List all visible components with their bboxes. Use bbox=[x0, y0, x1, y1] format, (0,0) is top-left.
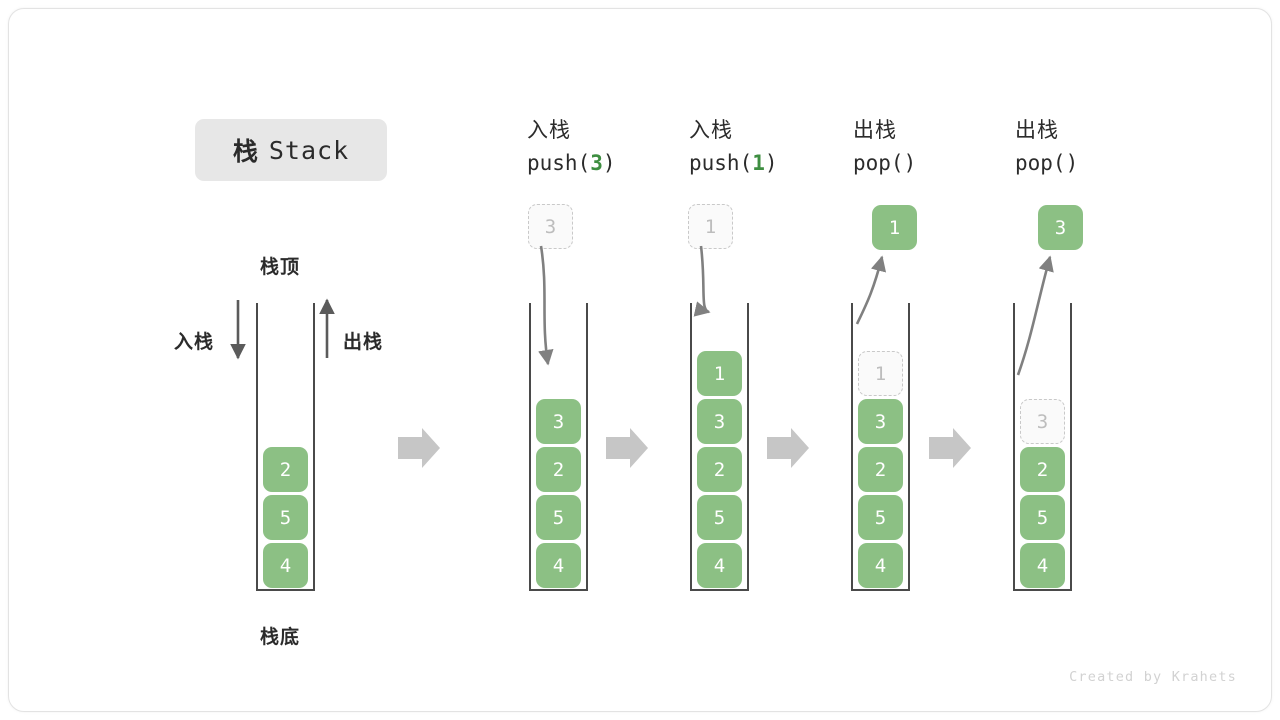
stack-cell: 2 bbox=[697, 447, 742, 492]
stack-container-push-1: 1 3 2 5 4 bbox=[690, 303, 749, 591]
diagram-canvas: 栈 Stack 栈顶 栈底 入栈 出栈 2 5 4 入栈 push(3) 3 3… bbox=[8, 8, 1272, 712]
code-prefix: pop( bbox=[853, 151, 904, 175]
stack-container-pop-1: 1 3 2 5 4 bbox=[851, 303, 910, 591]
stack-wall-right bbox=[747, 303, 749, 591]
operation-cn-push-3: 入栈 bbox=[527, 119, 571, 142]
operation-code-pop-1: pop() bbox=[853, 147, 916, 179]
stack-wall-bottom bbox=[1013, 589, 1072, 591]
popped-cell-3: 3 bbox=[1038, 205, 1083, 250]
stack-cell-ghost: 3 bbox=[1020, 399, 1065, 444]
push-direction-label: 入栈 bbox=[174, 332, 215, 353]
stack-container-push-3: 3 2 5 4 bbox=[529, 303, 588, 591]
code-argument: 1 bbox=[752, 151, 765, 175]
popped-cell-1: 1 bbox=[872, 205, 917, 250]
stack-cell: 5 bbox=[536, 495, 581, 540]
code-suffix: ) bbox=[1065, 151, 1079, 175]
stack-cell-ghost: 1 bbox=[858, 351, 903, 396]
credit-text: Created by Krahets bbox=[1069, 669, 1237, 685]
operation-label-pop-1: 出栈 pop() bbox=[853, 115, 916, 179]
stack-cell: 5 bbox=[263, 495, 308, 540]
operation-code-pop-3: pop() bbox=[1015, 147, 1078, 179]
code-prefix: push( bbox=[689, 151, 753, 175]
stack-cell: 2 bbox=[536, 447, 581, 492]
stack-cell: 4 bbox=[697, 543, 742, 588]
operation-label-pop-3: 出栈 pop() bbox=[1015, 115, 1078, 179]
stack-cell: 4 bbox=[1020, 543, 1065, 588]
stack-cell: 2 bbox=[858, 447, 903, 492]
stack-wall-right bbox=[586, 303, 588, 591]
floating-ghost-cell-push-3: 3 bbox=[528, 204, 573, 249]
code-suffix: ) bbox=[764, 151, 778, 175]
stack-wall-left bbox=[1013, 303, 1015, 591]
pop-direction-label: 出栈 bbox=[343, 332, 384, 353]
code-prefix: push( bbox=[527, 151, 591, 175]
stack-bottom-label: 栈底 bbox=[260, 627, 301, 648]
stack-wall-bottom bbox=[690, 589, 749, 591]
stack-cell: 4 bbox=[263, 543, 308, 588]
stack-wall-left bbox=[529, 303, 531, 591]
stack-container-initial: 2 5 4 bbox=[256, 303, 315, 591]
stack-wall-right bbox=[313, 303, 315, 591]
stack-wall-left bbox=[256, 303, 258, 591]
stack-cells-pop-1: 1 3 2 5 4 bbox=[851, 351, 910, 588]
operation-cn-push-1: 入栈 bbox=[689, 119, 733, 142]
stack-cell: 5 bbox=[1020, 495, 1065, 540]
diagram-title-chip: 栈 Stack bbox=[195, 119, 387, 181]
stack-cell: 3 bbox=[697, 399, 742, 444]
stack-cell: 2 bbox=[1020, 447, 1065, 492]
stack-wall-left bbox=[851, 303, 853, 591]
stack-cell: 2 bbox=[263, 447, 308, 492]
operation-code-push-3: push(3) bbox=[527, 147, 616, 179]
stack-cell: 4 bbox=[858, 543, 903, 588]
operation-cn-pop-3: 出栈 bbox=[1015, 119, 1059, 142]
stack-cells-initial: 2 5 4 bbox=[256, 447, 315, 588]
stack-cell: 3 bbox=[536, 399, 581, 444]
stack-cell: 3 bbox=[858, 399, 903, 444]
stack-cell: 5 bbox=[697, 495, 742, 540]
code-suffix: ) bbox=[903, 151, 917, 175]
stack-container-pop-3: 3 2 5 4 bbox=[1013, 303, 1072, 591]
stack-wall-bottom bbox=[256, 589, 315, 591]
floating-ghost-cell-push-1: 1 bbox=[688, 204, 733, 249]
stack-cell: 4 bbox=[536, 543, 581, 588]
stack-top-label: 栈顶 bbox=[260, 257, 301, 278]
stack-cells-push-3: 3 2 5 4 bbox=[529, 399, 588, 588]
stack-cell: 1 bbox=[697, 351, 742, 396]
operation-label-push-3: 入栈 push(3) bbox=[527, 115, 616, 179]
stack-cells-pop-3: 3 2 5 4 bbox=[1013, 399, 1072, 588]
stack-wall-bottom bbox=[851, 589, 910, 591]
stack-wall-right bbox=[908, 303, 910, 591]
operation-label-push-1: 入栈 push(1) bbox=[689, 115, 778, 179]
stack-cells-push-1: 1 3 2 5 4 bbox=[690, 351, 749, 588]
stack-wall-right bbox=[1070, 303, 1072, 591]
operation-cn-pop-1: 出栈 bbox=[853, 119, 897, 142]
page-title-en: Stack bbox=[268, 135, 350, 165]
code-argument: 3 bbox=[590, 151, 603, 175]
operation-code-push-1: push(1) bbox=[689, 147, 778, 179]
stack-cell: 5 bbox=[858, 495, 903, 540]
code-suffix: ) bbox=[602, 151, 616, 175]
page-title-cn: 栈 bbox=[232, 138, 259, 166]
code-prefix: pop( bbox=[1015, 151, 1066, 175]
stack-wall-bottom bbox=[529, 589, 588, 591]
stack-wall-left bbox=[690, 303, 692, 591]
